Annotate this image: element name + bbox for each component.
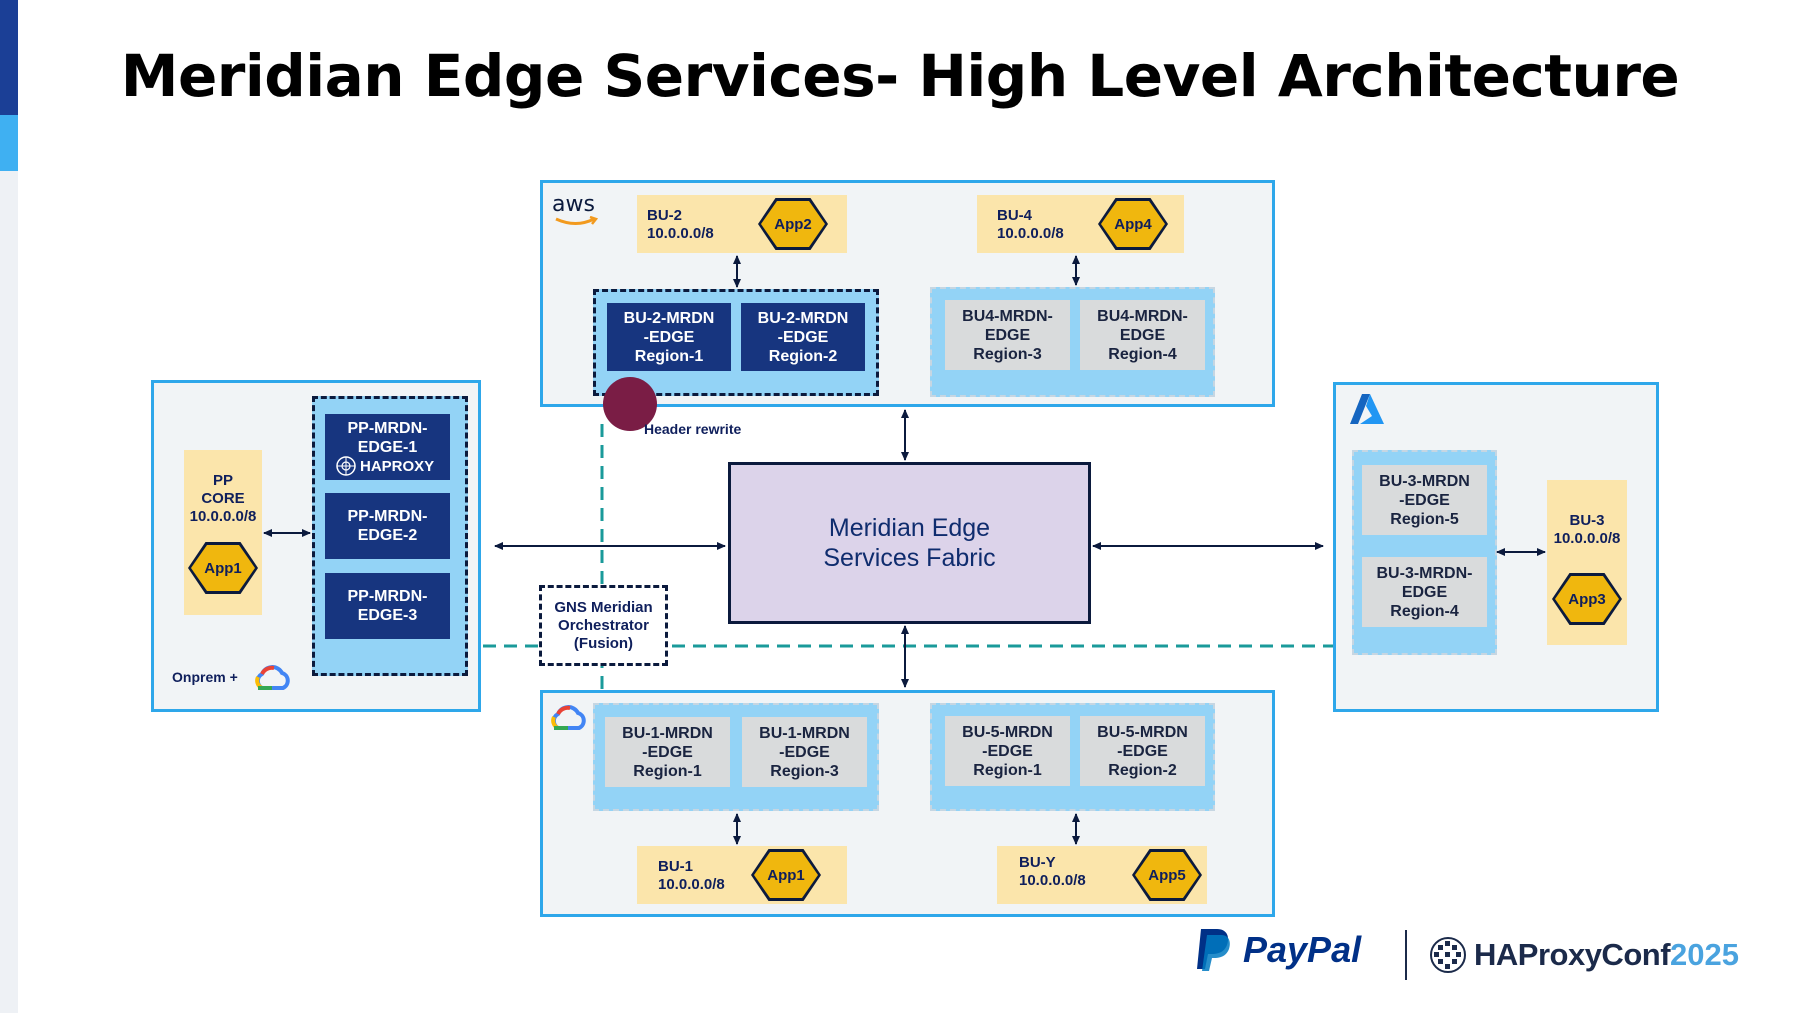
meridian-edge-services-fabric[interactable]: Meridian Edge Services Fabric: [728, 462, 1091, 624]
buy-label: BU-Y 10.0.0.0/8: [1019, 854, 1086, 889]
paypal-p-icon: [1197, 929, 1230, 971]
pp-edge-3[interactable]: PP-MRDN- EDGE-3: [325, 573, 450, 639]
haproxyconf-wordmark: HAProxyConf: [1474, 937, 1671, 972]
pp-app1-hexagon[interactable]: App1: [188, 542, 258, 594]
paypal-logo: PayPal: [1193, 925, 1361, 975]
gcp-app1-label: App1: [754, 852, 818, 898]
bu5-edge-region1[interactable]: BU-5-MRDN -EDGE Region-1: [945, 716, 1070, 786]
bu2-label: BU-2 10.0.0.0/8: [647, 207, 714, 242]
bu2-edge-region2[interactable]: BU-2-MRDN -EDGE Region-2: [741, 303, 865, 371]
bu1-edge-region3[interactable]: BU-1-MRDN -EDGE Region-3: [742, 717, 867, 787]
pp-edge-1-label: PP-MRDN- EDGE-1: [347, 420, 428, 456]
pp-app1-label: App1: [191, 545, 255, 591]
bu4-edge-region4[interactable]: BU4-MRDN- EDGE Region-4: [1080, 300, 1205, 370]
haproxy-globe-icon: [1430, 937, 1466, 973]
haproxyconf-logo: HAProxyConf 2025: [1428, 935, 1739, 975]
gcp-logo-icon: [548, 704, 588, 737]
pp-edge-1[interactable]: PP-MRDN- EDGE-1: [325, 414, 450, 480]
side-strip: [0, 0, 18, 1013]
side-strip-accent-dark: [0, 0, 18, 115]
haproxy-logo-icon: HAPROXY: [336, 456, 446, 476]
gcp-app1-hexagon[interactable]: App1: [751, 849, 821, 901]
app2-label: App2: [761, 201, 825, 247]
bu3-edge-region4[interactable]: BU-3-MRDN- EDGE Region-4: [1362, 557, 1487, 627]
bu3-block: BU-3 10.0.0.0/8 App3: [1547, 480, 1627, 645]
onprem-label: Onprem +: [172, 669, 238, 685]
header-rewrite-marker[interactable]: [603, 377, 657, 431]
bu1-edge-region1[interactable]: BU-1-MRDN -EDGE Region-1: [605, 717, 730, 787]
pp-core-label: PP CORE 10.0.0.0/8: [189, 472, 257, 525]
bu4-edge-region3[interactable]: BU4-MRDN- EDGE Region-3: [945, 300, 1070, 370]
gns-meridian-orchestrator[interactable]: GNS Meridian Orchestrator (Fusion): [539, 585, 668, 666]
app2-hexagon[interactable]: App2: [758, 198, 828, 250]
slide-title: Meridian Edge Services- High Level Archi…: [120, 42, 1680, 110]
pp-edge-2[interactable]: PP-MRDN- EDGE-2: [325, 493, 450, 559]
bu1-label: BU-1 10.0.0.0/8: [658, 858, 725, 893]
aws-logo-icon: aws: [552, 192, 602, 228]
pp-core-block: PP CORE 10.0.0.0/8 App1: [184, 450, 262, 615]
bu2-block: BU-2 10.0.0.0/8 App2: [637, 195, 847, 253]
paypal-wordmark: PayPal: [1243, 929, 1362, 970]
bu5-edge-region2[interactable]: BU-5-MRDN -EDGE Region-2: [1080, 716, 1205, 786]
footer-divider: [1405, 930, 1407, 980]
header-rewrite-label: Header rewrite: [644, 421, 742, 437]
bu4-label: BU-4 10.0.0.0/8: [997, 207, 1064, 242]
buy-block: BU-Y 10.0.0.0/8 App5: [997, 846, 1207, 904]
bu1-block: BU-1 10.0.0.0/8 App1: [637, 846, 847, 904]
bu2-edge-region1[interactable]: BU-2-MRDN -EDGE Region-1: [607, 303, 731, 371]
bu4-block: BU-4 10.0.0.0/8 App4: [977, 195, 1184, 253]
azure-logo-icon: [1348, 392, 1386, 431]
bu3-label: BU-3 10.0.0.0/8: [1553, 512, 1621, 547]
side-strip-accent-light: [0, 115, 18, 171]
bu3-edge-region5[interactable]: BU-3-MRDN -EDGE Region-5: [1362, 465, 1487, 535]
haproxyconf-year: 2025: [1670, 937, 1739, 972]
google-cloud-icon: [252, 664, 292, 697]
